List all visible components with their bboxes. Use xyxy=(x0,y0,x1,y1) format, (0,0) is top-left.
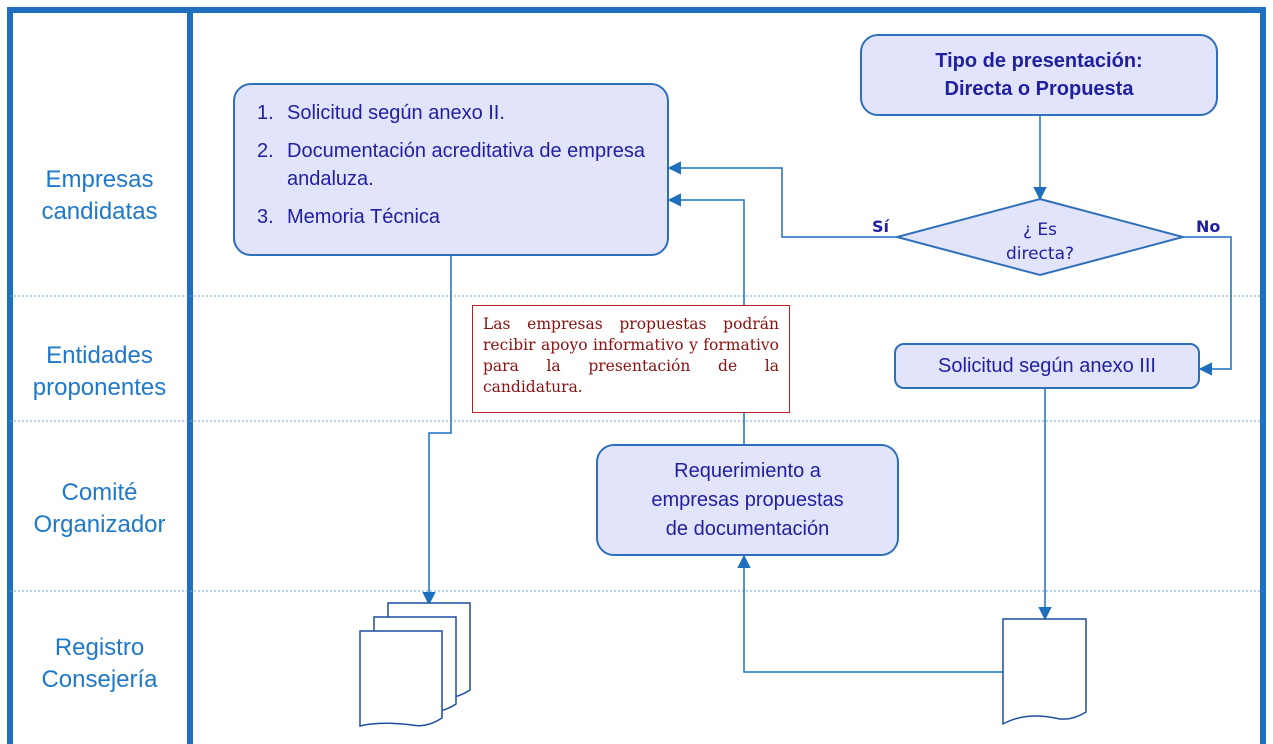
requirement-line: de documentación xyxy=(665,517,830,540)
lane-label-line: Organizador xyxy=(33,511,166,538)
lane-label-empresas-candidatas: Empresas candidatas xyxy=(12,164,187,228)
lane-label-line: Comité xyxy=(61,479,138,506)
list-item-text: Documentación acreditativa de empresa an… xyxy=(287,140,645,190)
document-icon xyxy=(1002,618,1087,726)
lane-label-line: candidatas xyxy=(41,198,158,225)
list-item-text: Memoria Técnica xyxy=(287,206,441,228)
decision-label-line: ¿ Es xyxy=(1022,220,1058,240)
annex-iii-box: Solicitud según anexo III xyxy=(894,343,1200,389)
connector-register-to-requirement xyxy=(737,554,1003,673)
annex-iii-label: Solicitud según anexo III xyxy=(938,354,1156,377)
connector-documents-to-register xyxy=(422,256,452,606)
multi-document-icon xyxy=(359,602,471,727)
yes-branch-label: Sí xyxy=(872,217,890,236)
decision-label: ¿ Es directa? xyxy=(985,218,1095,266)
requirement-line: empresas propuestas xyxy=(651,488,844,511)
lane-label-line: Consejería xyxy=(41,666,158,693)
requirement-line: Requerimiento a xyxy=(674,459,821,482)
lane-label-line: Entidades xyxy=(46,342,153,369)
lane-label-registro-consejeria: Registro Consejería xyxy=(12,632,187,696)
no-branch-label: No xyxy=(1196,217,1221,236)
lane-label-line: proponentes xyxy=(32,374,167,401)
decision-label-line: directa? xyxy=(1005,244,1075,264)
lane-label-line: Empresas xyxy=(45,166,154,193)
support-note: Las empresas propuestas podrán recibir a… xyxy=(472,305,790,413)
requirement-box: Requerimiento a empresas propuestas de d… xyxy=(596,444,899,556)
list-item: 3. Memoria Técnica xyxy=(257,203,647,231)
list-item: 2. Documentación acreditativa de empresa… xyxy=(257,137,647,193)
documents-list: 1. Solicitud según anexo II. 2. Document… xyxy=(257,99,647,231)
presentation-type-line: Tipo de presentación: xyxy=(935,50,1143,72)
outer-frame xyxy=(7,7,1266,744)
list-item-number: 3. xyxy=(257,206,274,228)
documents-box: 1. Solicitud según anexo II. 2. Document… xyxy=(233,83,669,256)
lane-label-comite-organizador: Comité Organizador xyxy=(12,477,187,541)
lane-label-line: Registro xyxy=(54,634,145,661)
list-item-text: Solicitud según anexo II. xyxy=(287,102,505,124)
list-item-number: 2. xyxy=(257,140,274,162)
presentation-type-line: Directa o Propuesta xyxy=(944,78,1134,100)
list-item-number: 1. xyxy=(257,102,274,124)
connector-yes-to-documents xyxy=(667,161,897,238)
decision-diamond xyxy=(893,197,1187,277)
connector-no-to-annex-iii xyxy=(1183,236,1232,376)
list-item: 1. Solicitud según anexo II. xyxy=(257,99,647,127)
lane-label-entidades-proponentes: Entidades proponentes xyxy=(12,340,187,404)
presentation-type-box: Tipo de presentación: Directa o Propuest… xyxy=(860,34,1218,116)
support-note-text: Las empresas propuestas podrán recibir a… xyxy=(483,315,779,396)
